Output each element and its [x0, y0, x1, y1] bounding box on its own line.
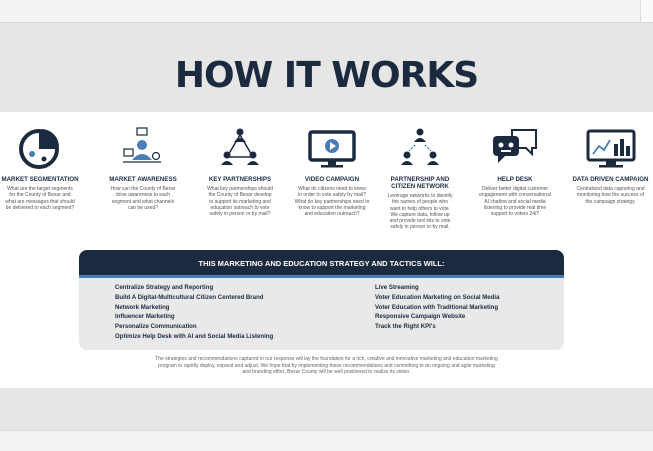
browser-top-bar — [0, 0, 653, 23]
bottom-bar — [0, 430, 653, 451]
column-help-desk: HELP DESK Deliver better digital custome… — [473, 126, 557, 217]
list-item: Voter Education with Traditional Marketi… — [375, 303, 499, 311]
column-video-campaign: VIDEO CAMPAIGN What do citizens need to … — [289, 126, 375, 217]
column-heading: KEY PARTNERSHIPS — [208, 176, 272, 183]
citizen-network-icon — [401, 128, 439, 165]
column-heading: DATA DRIVEN CAMPAIGN — [572, 176, 649, 183]
list-item: Voter Education Marketing on Social Medi… — [375, 293, 500, 301]
presentation-icon — [123, 127, 161, 163]
list-item: Live Streaming — [375, 284, 419, 291]
column-market-awareness: MARKET AWARENESS How can the County of B… — [103, 126, 183, 211]
list-item: Centralize Strategy and Reporting — [115, 284, 214, 291]
page-title: HOW IT WORKS — [174, 55, 479, 96]
video-monitor-icon — [308, 130, 356, 168]
strategy-panel: THIS MARKETING AND EDUCATION STRATEGY AN… — [79, 250, 564, 350]
list-item: Personalize Communication — [115, 323, 197, 331]
column-heading: MARKET AWARENESS — [109, 176, 177, 183]
column-market-segmentation: MARKET SEGMENTATION What are the target … — [0, 126, 80, 211]
column-data-driven-campaign: DATA DRIVEN CAMPAIGN Centralized data ca… — [568, 126, 653, 205]
strategy-list-right: Live Streaming Voter Education Marketing… — [375, 283, 500, 332]
column-key-partnerships: KEY PARTNERSHIPS What key partnerships s… — [198, 126, 282, 217]
list-item: Network Marketing — [115, 303, 170, 311]
column-heading: VIDEO CAMPAIGN — [304, 176, 360, 183]
column-heading: MARKET SEGMENTATION — [1, 176, 79, 183]
footer-text: The strategies and recommendations captu… — [155, 356, 498, 376]
strategy-header: THIS MARKETING AND EDUCATION STRATEGY AN… — [79, 250, 564, 278]
list-item: Build A Digital-Multicultural Citizen Ce… — [115, 293, 264, 301]
list-item: Track the Right KPI's — [375, 323, 436, 331]
list-item: Responsive Campaign Website — [375, 313, 466, 321]
chat-bot-icon — [493, 129, 537, 163]
pie-chart-icon — [19, 129, 59, 169]
strategy-list-left: Centralize Strategy and Reporting Build … — [115, 283, 273, 342]
network-icon — [221, 128, 259, 165]
analytics-monitor-icon — [586, 129, 635, 168]
list-item: Optimize Help Desk with AI and Social Me… — [115, 332, 274, 340]
column-heading: HELP DESK — [497, 176, 533, 183]
window-corner — [640, 0, 653, 22]
list-item: Influencer Marketing — [115, 313, 175, 321]
